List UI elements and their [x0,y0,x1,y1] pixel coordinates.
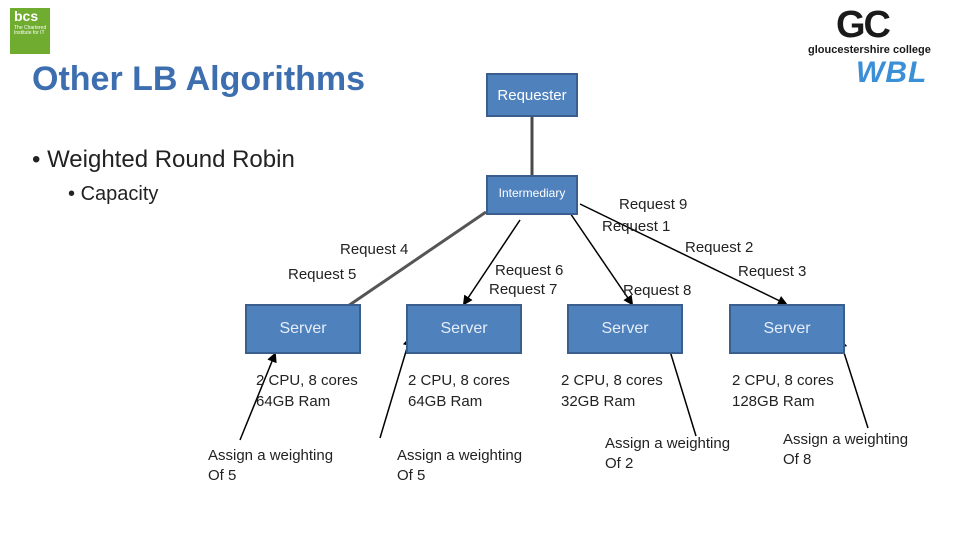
gloucestershire-college-logo: GC gloucestershire college WBL [808,4,940,92]
gc-logo-letters: GC [836,4,891,46]
server-4-weighting: Assign a weighting Of 8 [783,430,908,470]
server-4-specs: 2 CPU, 8 cores 128GB Ram [732,370,834,412]
server-2-box: Server [406,304,522,354]
server-2-cpu: 2 CPU, 8 cores [408,372,510,389]
server-3-weighting-line1: Assign a weighting [605,435,731,452]
server-2-weighting: Assign a weighting Of 5 [397,446,522,486]
label-request-6: Request 6 [495,262,564,279]
label-request-2: Request 2 [685,239,754,256]
server-3-weighting-line2: Of 2 [605,455,634,472]
server-1-weighting: Assign a weighting Of 5 [208,446,333,486]
server-1-ram: 64GB Ram [256,393,331,410]
server-3-box: Server [567,304,683,354]
label-request-4: Request 4 [340,241,409,258]
wbl-logo: WBL [856,56,928,89]
bullet-weighted-round-robin: • Weighted Round Robin [32,146,295,173]
intermediary-to-server2-line [462,219,521,306]
label-request-1: Request 1 [602,218,671,235]
server-4-weighting-line2: Of 8 [783,451,812,468]
server-1-weighting-line2: Of 5 [208,467,237,484]
server-2-specs: 2 CPU, 8 cores 64GB Ram [408,370,510,412]
weighting3-to-server3-arrow [663,336,697,437]
server-4-ram: 128GB Ram [732,393,815,410]
label-request-5: Request 5 [288,266,357,283]
server-4-cpu: 2 CPU, 8 cores [732,372,834,389]
server-1-box: Server [245,304,361,354]
intermediary-box: Intermediary [486,175,578,215]
server-1-specs: 2 CPU, 8 cores 64GB Ram [256,370,358,412]
server-3-weighting: Assign a weighting Of 2 [605,434,730,474]
server-3-cpu: 2 CPU, 8 cores [561,372,663,389]
server-4-weighting-line1: Assign a weighting [783,431,909,448]
label-request-8: Request 8 [623,282,692,299]
intermediary-to-server1-line [347,210,487,308]
label-request-7: Request 7 [489,281,558,298]
server-3-ram: 32GB Ram [561,393,636,410]
intermediary-to-server4-line [579,203,788,306]
intermediary-to-server3-line [567,209,634,306]
weighting2-to-server2-arrow [379,336,413,439]
sub-bullet-capacity: • Capacity [68,183,159,205]
server-4-box: Server [729,304,845,354]
server-1-cpu: 2 CPU, 8 cores [256,372,358,389]
server-2-ram: 64GB Ram [408,393,483,410]
label-request-3: Request 3 [738,263,807,280]
server-1-weighting-line1: Assign a weighting [208,447,334,464]
weighting4-to-server4-arrow [837,338,869,429]
server-2-weighting-line2: Of 5 [397,467,426,484]
server-2-weighting-line1: Assign a weighting [397,447,523,464]
bcs-logo-text: bcs [14,8,39,24]
slide-title: Other LB Algorithms [32,60,366,98]
bullet-text: Weighted Round Robin [47,146,295,173]
server-3-specs: 2 CPU, 8 cores 32GB Ram [561,370,663,412]
sub-bullet-text: Capacity [80,183,159,205]
bcs-logo: bcs The Chartered Institute for IT [10,8,50,54]
gc-logo-name: gloucestershire college [808,44,931,56]
bcs-logo-tagline: The Chartered Institute for IT [14,25,47,36]
label-request-9: Request 9 [619,196,688,213]
weighting1-to-server1-arrow [239,352,277,441]
requester-box: Requester [486,73,578,117]
